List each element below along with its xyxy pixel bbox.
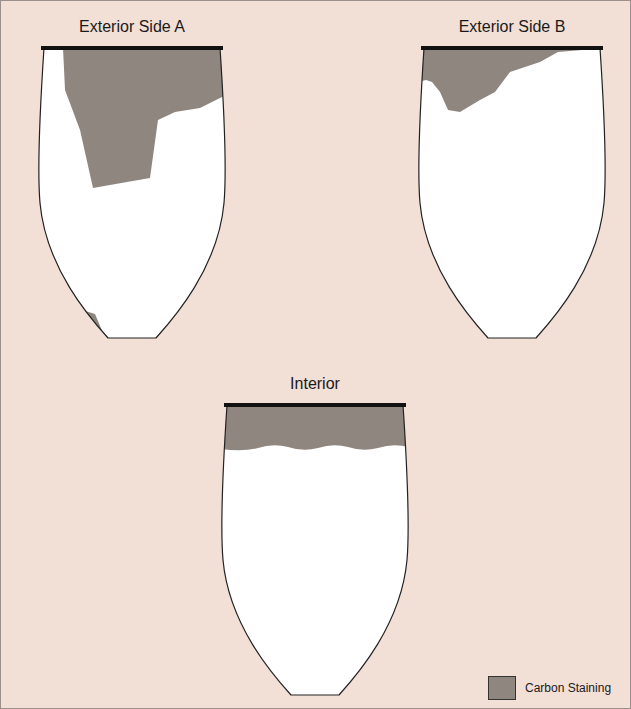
legend-label: Carbon Staining [525,681,611,695]
vessel-edge [222,405,408,695]
carbon-stain [221,405,409,450]
legend-swatch [488,676,516,700]
vessel-view: Exterior Side A [40,12,224,338]
legend-item: Carbon Staining [488,676,611,700]
vessel-edge [39,48,225,338]
view-title: Interior [163,369,467,399]
vessel-rim [421,46,603,50]
vessel-outline [420,48,604,338]
vessel-view: Interior [223,369,407,695]
vessel-view: Exterior Side B [420,12,604,338]
vessel-body [222,405,408,695]
view-title: Exterior Side A [0,12,284,42]
vessel-rim [41,46,223,50]
view-title: Exterior Side B [360,12,631,42]
vessel-edge [419,48,605,338]
vessel-outline [40,48,224,338]
legend: Carbon Staining [488,676,611,700]
vessel-body [419,48,605,338]
vessel-outline [223,405,407,695]
carbon-stain [418,48,606,112]
carbon-stain [63,48,226,340]
vessel-rim [224,403,406,407]
